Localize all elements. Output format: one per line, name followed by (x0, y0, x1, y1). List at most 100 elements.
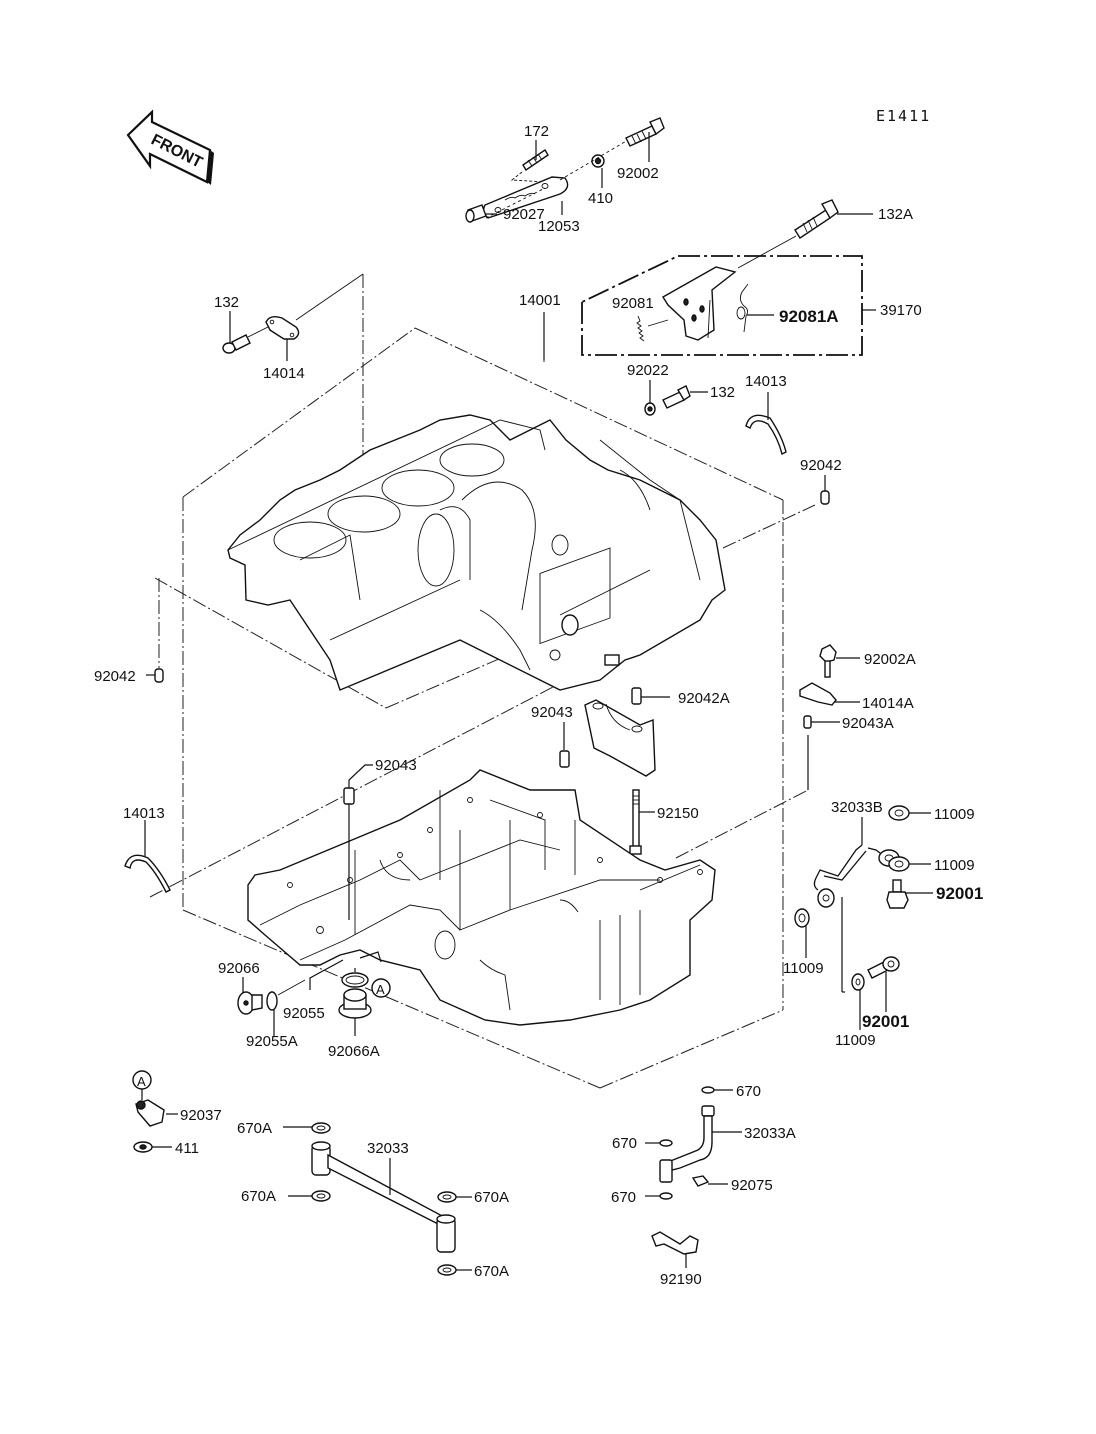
callout-670A-4: 670A (474, 1263, 509, 1280)
callout-92081: 92081 (612, 295, 654, 312)
washer-11009-a (888, 805, 910, 821)
bolt-132A (794, 199, 839, 239)
dowel-92042-right (820, 490, 830, 505)
washer-11009-d (851, 973, 865, 991)
callout-92027: 92027 (503, 206, 545, 223)
callout-32033A: 32033A (744, 1125, 796, 1142)
part-group-drain-plugs: A 92066 92055 92055A 92066A (218, 951, 391, 1060)
bolt-132-left (222, 334, 251, 354)
plug-92066A (338, 988, 372, 1019)
callout-132A: 132A (878, 206, 913, 223)
o-ring-670A-1 (311, 1122, 331, 1134)
part-group-92042-left: 92042 (94, 578, 164, 685)
callout-92042-right: 92042 (800, 457, 842, 474)
dowel-92043-center (559, 750, 570, 768)
oil-pipe-32033A (659, 1105, 715, 1183)
o-ring-670A-3 (437, 1191, 457, 1203)
reference-code: E1411 (876, 107, 931, 125)
callout-411: 411 (175, 1140, 199, 1157)
callout-92022: 92022 (627, 362, 669, 379)
plug-92066 (237, 991, 263, 1015)
callout-92002A: 92002A (864, 651, 916, 668)
callout-11009-a: 11009 (934, 806, 975, 823)
callout-32033: 32033 (367, 1140, 409, 1157)
o-ring-670-1 (701, 1086, 715, 1094)
callout-14013-left: 14013 (123, 805, 165, 822)
callout-670A-2: 670A (241, 1188, 276, 1205)
bolt-92150 (629, 789, 642, 855)
oil-pipe-32033 (311, 1141, 456, 1253)
banjo-bolt-92001-a (886, 879, 909, 909)
callout-11009-d: 11009 (835, 1032, 876, 1049)
part-group-32033A: 670 32033A 670 92075 670 92190 (611, 1083, 796, 1288)
callout-14014: 14014 (263, 365, 305, 382)
callout-92055A: 92055A (246, 1033, 298, 1050)
part-group-14014: 132 14014 (214, 273, 364, 382)
bearing-cap (584, 699, 656, 777)
callout-92066A: 92066A (328, 1043, 380, 1060)
front-arrow-icon: FRONT (126, 109, 214, 185)
damper-92075 (691, 1175, 710, 1187)
callout-172: 172 (524, 123, 549, 140)
dowel-92043A (803, 715, 812, 729)
bolt-132-right (662, 385, 691, 409)
cap-14014 (265, 315, 300, 340)
lower-crankcase (247, 769, 716, 1026)
part-group-39170: 132A 92081 92081A 39170 (581, 199, 922, 356)
callout-92001-a: 92001 (936, 884, 983, 903)
thrust-washer-14013-top (745, 414, 787, 456)
callout-92042A: 92042A (678, 690, 730, 707)
bolt-92002A (819, 644, 837, 678)
callout-11009-b: 11009 (934, 857, 975, 874)
part-group-shift-holder: 172 92002 410 12053 92027 (465, 117, 665, 235)
callout-92037: 92037 (180, 1107, 222, 1124)
callout-14013-top: 14013 (745, 373, 787, 390)
washer-11009-c (794, 908, 810, 928)
gasket-92055 (341, 972, 369, 988)
callout-132-left: 132 (214, 294, 239, 311)
callout-14001: 14001 (519, 292, 561, 309)
cap-14014A (799, 682, 837, 706)
part-group-14014A: 92002A 14014A 92043A (799, 644, 916, 732)
part-group-92043-left: 92043 (343, 757, 417, 920)
part-group-32033B: 32033B 11009 11009 92001 11009 92001 110… (783, 799, 983, 1049)
callout-410: 410 (588, 190, 613, 207)
dowel-92042-left (154, 668, 164, 683)
callout-92043A: 92043A (842, 715, 894, 732)
marker-A-circle (371, 978, 391, 998)
o-ring-670-2 (659, 1139, 673, 1147)
o-ring-670-3 (659, 1192, 673, 1200)
callout-92150: 92150 (657, 805, 699, 822)
oil-pipe-32033B (813, 844, 863, 891)
marker-A-label-2: A (137, 1074, 146, 1089)
callout-92081A: 92081A (779, 307, 839, 326)
callout-11009-c: 11009 (783, 960, 824, 977)
callout-92055: 92055 (283, 1005, 325, 1022)
callout-32033B: 32033B (831, 799, 883, 816)
marker-A-label: A (376, 982, 385, 997)
washer-11009-b (888, 856, 910, 872)
callout-39170: 39170 (880, 302, 922, 319)
gasket-92055A (266, 991, 278, 1011)
callout-92002: 92002 (617, 165, 659, 182)
callout-670A-3: 670A (474, 1189, 509, 1206)
callout-132-right: 132 (710, 384, 735, 401)
dowel-92042A (631, 687, 642, 705)
callout-92066: 92066 (218, 960, 260, 977)
banjo-bolt-92001-b (867, 956, 900, 979)
callout-92001-b: 92001 (862, 1012, 909, 1031)
part-group-upper-right: 92022 132 14013 92042 (627, 362, 842, 505)
dowel-92043-left (343, 787, 355, 805)
pipe-92190 (651, 1231, 699, 1255)
part-group-14013-left: 14013 (123, 805, 171, 893)
callout-670-3: 670 (611, 1189, 636, 1206)
callout-670-2: 670 (612, 1135, 637, 1152)
callout-92075: 92075 (731, 1177, 773, 1194)
callout-92043-center: 92043 (531, 704, 573, 721)
upper-crankcase-14001 (227, 414, 726, 691)
bolt-92002 (625, 117, 665, 147)
callout-92043-left: 92043 (375, 757, 417, 774)
part-group-32033: 670A 32033 670A 670A 670A (237, 1120, 509, 1280)
thrust-washer-14013-left (124, 854, 171, 893)
